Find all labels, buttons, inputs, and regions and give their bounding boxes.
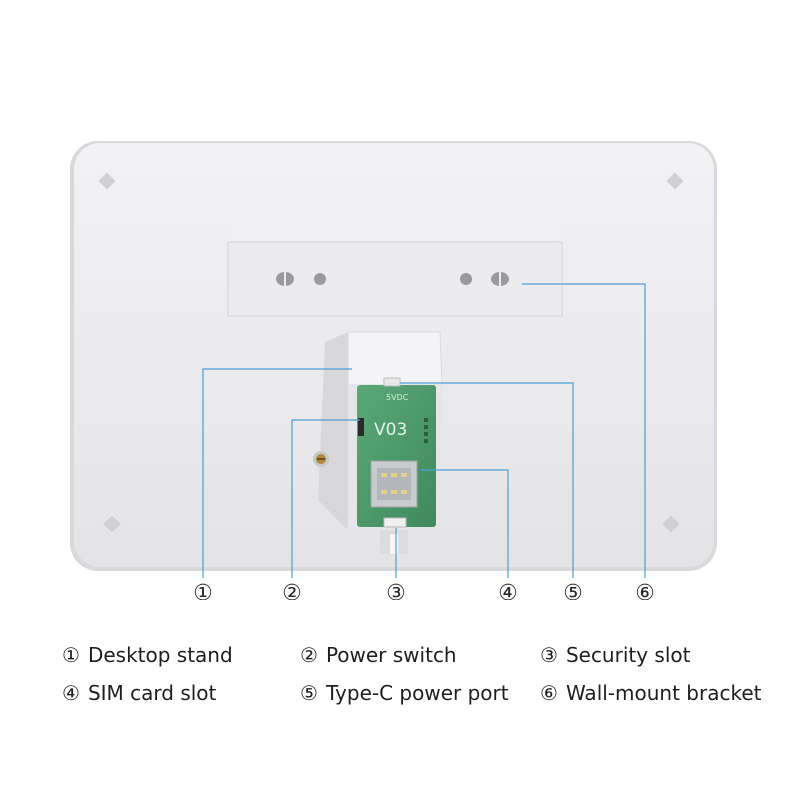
callout-3: ③ bbox=[386, 581, 406, 600]
security-slot bbox=[380, 530, 408, 554]
pcb-board-label: V03 bbox=[374, 420, 407, 440]
legend-label: Type-C power port bbox=[325, 681, 509, 705]
legend-number: ④ bbox=[62, 681, 80, 705]
screw bbox=[313, 451, 329, 467]
legend-label: Wall-mount bracket bbox=[565, 681, 762, 705]
leader-line-4 bbox=[420, 469, 509, 578]
pcb-board: 5VDC V03 bbox=[357, 377, 436, 528]
legend-label: Security slot bbox=[565, 643, 691, 667]
pcb-voltage-label: 5VDC bbox=[386, 393, 409, 402]
legend-item-power-switch: ② Power switch bbox=[300, 637, 457, 673]
legend-label: SIM card slot bbox=[87, 681, 217, 705]
legend-item-wall-mount-bracket: ⑥ Wall-mount bracket bbox=[540, 675, 761, 711]
legend-item-sim-card-slot: ④ SIM card slot bbox=[62, 675, 216, 711]
callout-5: ⑤ bbox=[563, 581, 583, 600]
legend-label: Desktop stand bbox=[87, 643, 233, 667]
legend-item-desktop-stand: ① Desktop stand bbox=[62, 637, 233, 673]
pin-header bbox=[424, 418, 428, 443]
callout-numbers: ① ② ③ ④ ⑤ ⑥ bbox=[193, 581, 655, 600]
leader-line-1 bbox=[202, 368, 352, 578]
legend-row-1: ① Desktop stand ② Power switch ③ Security s… bbox=[0, 637, 800, 673]
leader-lines bbox=[202, 283, 646, 578]
leader-line-6 bbox=[522, 283, 646, 578]
legend-number: ① bbox=[62, 643, 80, 667]
sim-card-slot bbox=[370, 460, 418, 508]
callout-2: ② bbox=[282, 581, 302, 600]
legend-number: ② bbox=[300, 643, 318, 667]
legend-number: ⑥ bbox=[540, 681, 558, 705]
callout-4: ④ bbox=[498, 581, 518, 600]
device-back-diagram: 5VDC V03 bbox=[70, 141, 717, 600]
leader-line-5 bbox=[400, 382, 574, 578]
callout-6: ⑥ bbox=[635, 581, 655, 600]
legend-item-type-c-power-port: ⑤ Type-C power port bbox=[300, 675, 509, 711]
wall-mount-bracket bbox=[227, 214, 563, 317]
legend-number: ⑤ bbox=[300, 681, 318, 705]
leader-line-2 bbox=[291, 419, 360, 578]
legend-number: ③ bbox=[540, 643, 558, 667]
legend-label: Power switch bbox=[325, 643, 457, 667]
callout-1: ① bbox=[193, 581, 213, 600]
legend-item-security-slot: ③ Security slot bbox=[540, 637, 690, 673]
legend-row-2: ④ SIM card slot ⑤ Type-C power port ⑥ Wall-… bbox=[0, 675, 800, 711]
corner-feet bbox=[98, 172, 684, 533]
